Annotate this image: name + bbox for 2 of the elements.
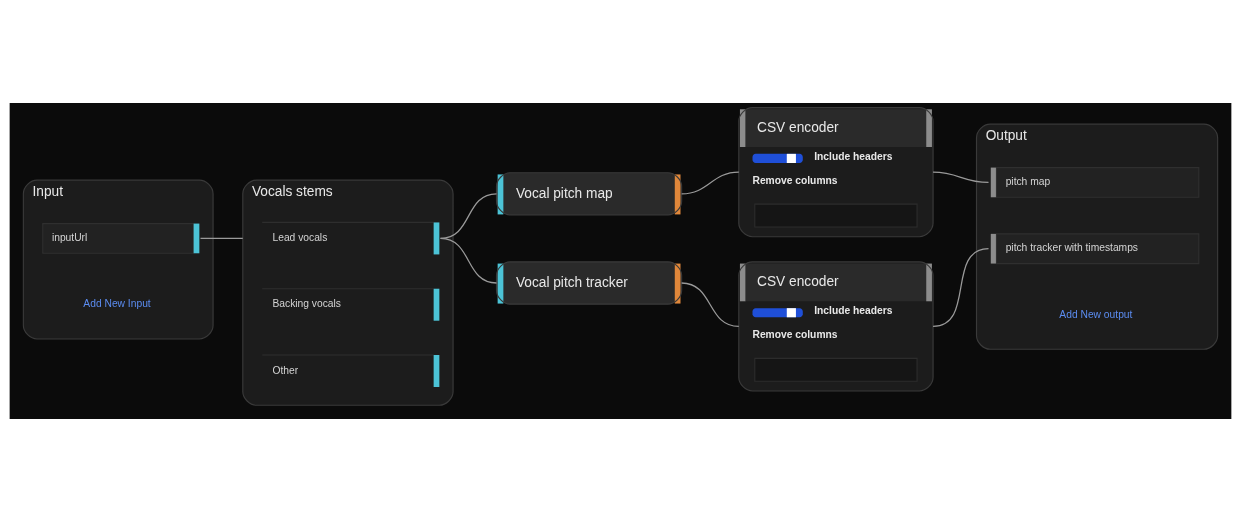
- label: Add New output: [1059, 308, 1133, 320]
- label: Add New Input: [83, 298, 151, 310]
